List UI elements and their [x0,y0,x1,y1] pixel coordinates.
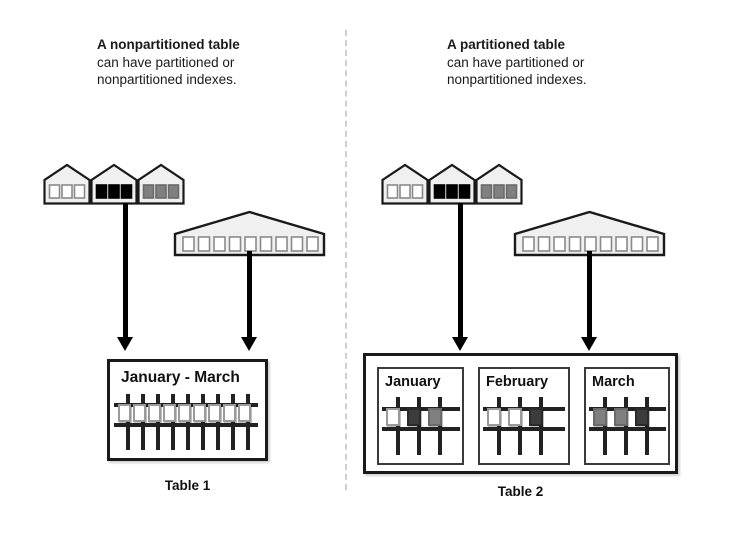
grid-vline [156,394,160,450]
grid-vline [624,397,628,455]
partitioned-index-segment-white-icon [42,162,92,211]
data-cell [133,404,146,422]
grid-vline [438,397,442,455]
grid-hline [483,427,565,431]
partition-january: January [377,367,464,465]
grid-vline [186,394,190,450]
data-cell [407,408,421,426]
panel-divider [345,30,347,490]
partition-march: March [584,367,670,465]
nonpartitioned-index-icon [512,210,667,262]
partitioned-index-segment-gray-icon [474,162,524,211]
data-cell [118,404,131,422]
data-cell [529,408,543,426]
right-arrow-nonpartitioned-index-to-table [581,251,597,351]
partition-title-january: January [385,374,441,390]
right-caption-line2: can have partitioned or [447,54,585,70]
grid-vline [539,397,543,455]
grid-hline [114,423,258,427]
data-cell [635,408,649,426]
data-cell [163,404,176,422]
data-cell [428,408,442,426]
grid-hline [382,427,460,431]
data-cell [508,408,522,426]
data-cell [208,404,221,422]
left-nonpartitioned-index [172,208,327,263]
right-nonpartitioned-index [512,208,667,263]
grid-vline [201,394,205,450]
partitioned-index-segment-white-icon [380,162,430,211]
data-cell [148,404,161,422]
partitioned-index-segment-black-icon [427,162,477,211]
arrow-head [241,337,257,351]
left-caption-line2: can have partitioned or [97,54,235,70]
grid-vline [216,394,220,450]
arrow-head [117,337,133,351]
grid-vline [141,394,145,450]
left-table-box: January - March [107,359,268,461]
grid-hline [589,427,666,431]
arrow-shaft [587,251,592,339]
left-arrow-nonpartitioned-index-to-table [241,251,257,351]
arrow-shaft [123,203,128,339]
grid-vline [126,394,130,450]
data-cell [223,404,236,422]
left-caption-title: A nonpartitioned table [97,37,240,52]
partition-title-march: March [592,374,635,390]
partitioned-index-segment-gray-icon [136,162,186,211]
left-table-title: January - March [121,369,240,386]
grid-hline [382,407,460,411]
arrow-head [581,337,597,351]
left-arrow-partitioned-index-to-table [117,203,133,351]
data-cell [193,404,206,422]
grid-hline [483,407,565,411]
right-table-label: Table 2 [497,484,544,499]
left-table-label: Table 1 [164,478,211,493]
arrow-shaft [247,251,252,339]
data-cell [386,408,400,426]
right-table-box: January February March [363,353,678,474]
grid-vline [645,397,649,455]
arrow-head [452,337,468,351]
left-caption-line3: nonpartitioned indexes. [97,72,237,87]
partition-title-february: February [486,374,549,390]
nonpartitioned-index-icon [172,210,327,262]
partitioned-index-segment-black-icon [89,162,139,211]
data-cell [593,408,607,426]
right-caption-line3: nonpartitioned indexes. [447,72,587,87]
grid-vline [417,397,421,455]
grid-vline [171,394,175,450]
grid-vline [396,397,400,455]
partition-february: February [478,367,570,465]
data-cell [614,408,628,426]
data-cell [178,404,191,422]
right-caption-title: A partitioned table [447,37,566,52]
arrow-shaft [458,203,463,339]
data-cell [487,408,501,426]
grid-vline [497,397,501,455]
grid-vline [518,397,522,455]
right-panel-caption: A partitioned table can have partitioned… [447,36,587,89]
grid-vline [603,397,607,455]
right-arrow-partitioned-index-to-table [452,203,468,351]
grid-vline [246,394,250,450]
left-panel-caption: A nonpartitioned table can have partitio… [97,36,240,89]
grid-vline [231,394,235,450]
data-cell [238,404,251,422]
